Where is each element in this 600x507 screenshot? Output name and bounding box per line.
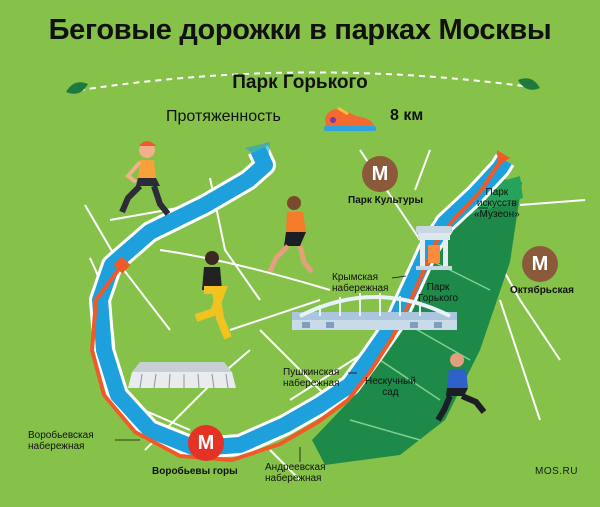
station-park-kultury: Парк Культуры (348, 195, 424, 206)
metro-oktyabrskaya-icon: М (522, 246, 558, 282)
page-title: Беговые дорожки в парках Москвы (48, 14, 552, 46)
park-name: Парк Горького (232, 72, 368, 93)
leaf-right-icon (518, 78, 540, 90)
runner-woman-orange-icon (267, 196, 314, 274)
length-label: Протяженность (166, 108, 281, 125)
crimean-bridge-icon (292, 293, 457, 330)
runner-man-yellow-icon (194, 251, 232, 340)
muzeon-park-area (470, 176, 523, 215)
route-end-marker (497, 150, 510, 166)
stadium-icon (128, 362, 236, 389)
leaf-left-icon (66, 82, 88, 94)
source-label: MOS.RU (535, 466, 578, 477)
metro-park-kultury-icon: М (362, 156, 398, 192)
label-leaders (115, 207, 488, 462)
length-value: 8 км (390, 107, 424, 124)
park-gate-icon (416, 226, 452, 270)
metro-symbol: М (531, 253, 549, 275)
station-vorobyovy-gory: Воробьевы горы (152, 466, 238, 477)
station-oktyabrskaya: Октябрьская (510, 285, 574, 296)
metro-vorobyovy-gory-icon: М (188, 425, 224, 461)
runner-woman-top-icon (119, 141, 171, 216)
route-start-marker (113, 256, 131, 274)
metro-symbol: М (371, 163, 389, 185)
river-fade (245, 142, 270, 165)
sneaker-icon (324, 106, 376, 131)
decorative-dashed-line (67, 71, 539, 93)
runner-man-blue-icon (435, 353, 487, 422)
metro-symbol: М (197, 432, 215, 454)
